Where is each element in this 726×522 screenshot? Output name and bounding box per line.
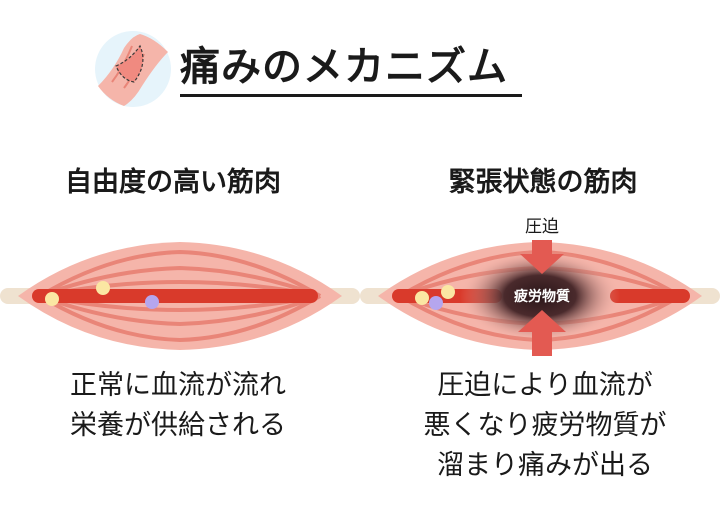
fatigue-substance-label: 疲労物質 <box>514 288 570 305</box>
fatigue-substance-cloud <box>460 250 620 342</box>
muscle-strain-icon <box>95 31 171 107</box>
tense-muscle-caption: 圧迫により血流が 悪くなり疲労物質が 溜まり痛みが出る <box>380 366 710 486</box>
nutrient-dot <box>96 281 110 295</box>
page-title: 痛みのメカニズム <box>180 44 508 90</box>
title-underline <box>180 94 522 97</box>
pressure-label: 圧迫 <box>525 217 559 237</box>
pressure-arrow-down <box>520 240 564 274</box>
nutrient-dot <box>429 296 443 310</box>
muscle-fibers <box>38 249 322 343</box>
nutrient-dot <box>145 295 159 309</box>
relaxed-muscle-caption: 正常に血流が流れ 栄養が供給される <box>18 366 338 446</box>
caption-line: 溜まり痛みが出る <box>437 450 653 481</box>
nutrient-dot <box>415 291 429 305</box>
pressure-arrow-up <box>518 310 566 356</box>
caption-line: 栄養が供給される <box>70 410 286 441</box>
blood-vessel <box>32 289 318 303</box>
tense-muscle-heading: 緊張状態の筋肉 <box>448 167 638 198</box>
nutrient-dot <box>45 292 59 306</box>
caption-line: 悪くなり疲労物質が <box>423 410 667 441</box>
tense-muscle-illustration: 疲労物質 <box>360 240 720 356</box>
relaxed-muscle-illustration <box>0 242 360 350</box>
nutrient-dot <box>441 285 455 299</box>
blood-vessel-right <box>610 289 690 303</box>
caption-line: 圧迫により血流が <box>437 370 653 401</box>
relaxed-muscle-heading: 自由度の高い筋肉 <box>65 167 281 198</box>
caption-line: 正常に血流が流れ <box>70 370 286 401</box>
